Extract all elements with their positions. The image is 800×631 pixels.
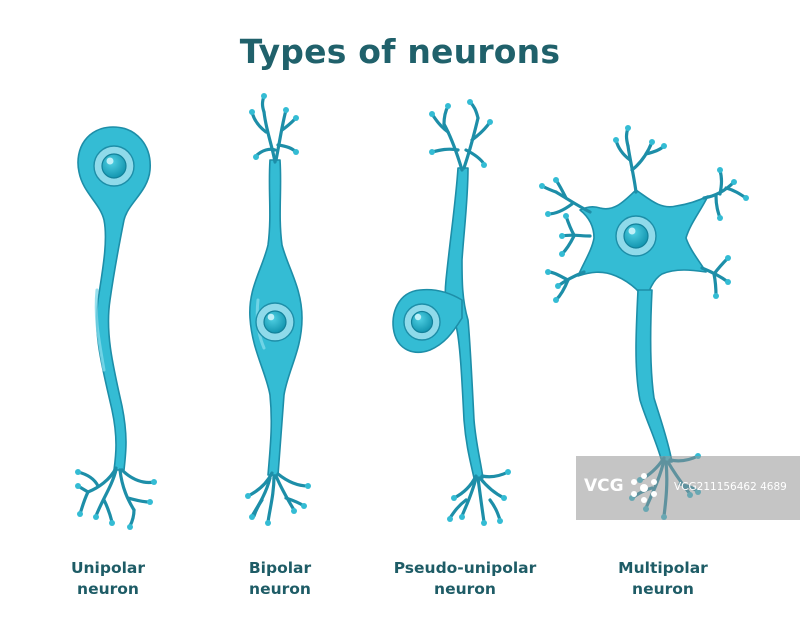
pseudo-unipolar-neuron [392, 99, 511, 526]
label-unipolar-line2: neuron [77, 580, 139, 598]
label-pseudo-unipolar: Pseudo-unipolar neuron [375, 558, 555, 600]
watermark-mark-icon [631, 473, 657, 503]
label-unipolar: Unipolar neuron [18, 558, 198, 600]
label-pseudo-unipolar-line2: neuron [434, 580, 496, 598]
watermark: VCG VCG211156462 4689 [576, 456, 800, 520]
watermark-logo: VCG [584, 476, 624, 496]
unipolar-neuron [75, 126, 157, 530]
watermark-id: VCG211156462 4689 [674, 481, 787, 493]
label-bipolar-line1: Bipolar [248, 559, 312, 577]
bipolar-neuron [245, 93, 311, 526]
label-multipolar-line2: neuron [632, 580, 694, 598]
diagram-title: Types of neurons [239, 32, 561, 71]
label-multipolar-line1: Multipolar [618, 559, 708, 577]
label-multipolar: Multipolar neuron [573, 558, 753, 600]
label-unipolar-line1: Unipolar [70, 559, 146, 577]
label-bipolar-line2: neuron [249, 580, 311, 598]
label-bipolar: Bipolar neuron [190, 558, 370, 600]
label-pseudo-unipolar-line1: Pseudo-unipolar [393, 559, 537, 577]
